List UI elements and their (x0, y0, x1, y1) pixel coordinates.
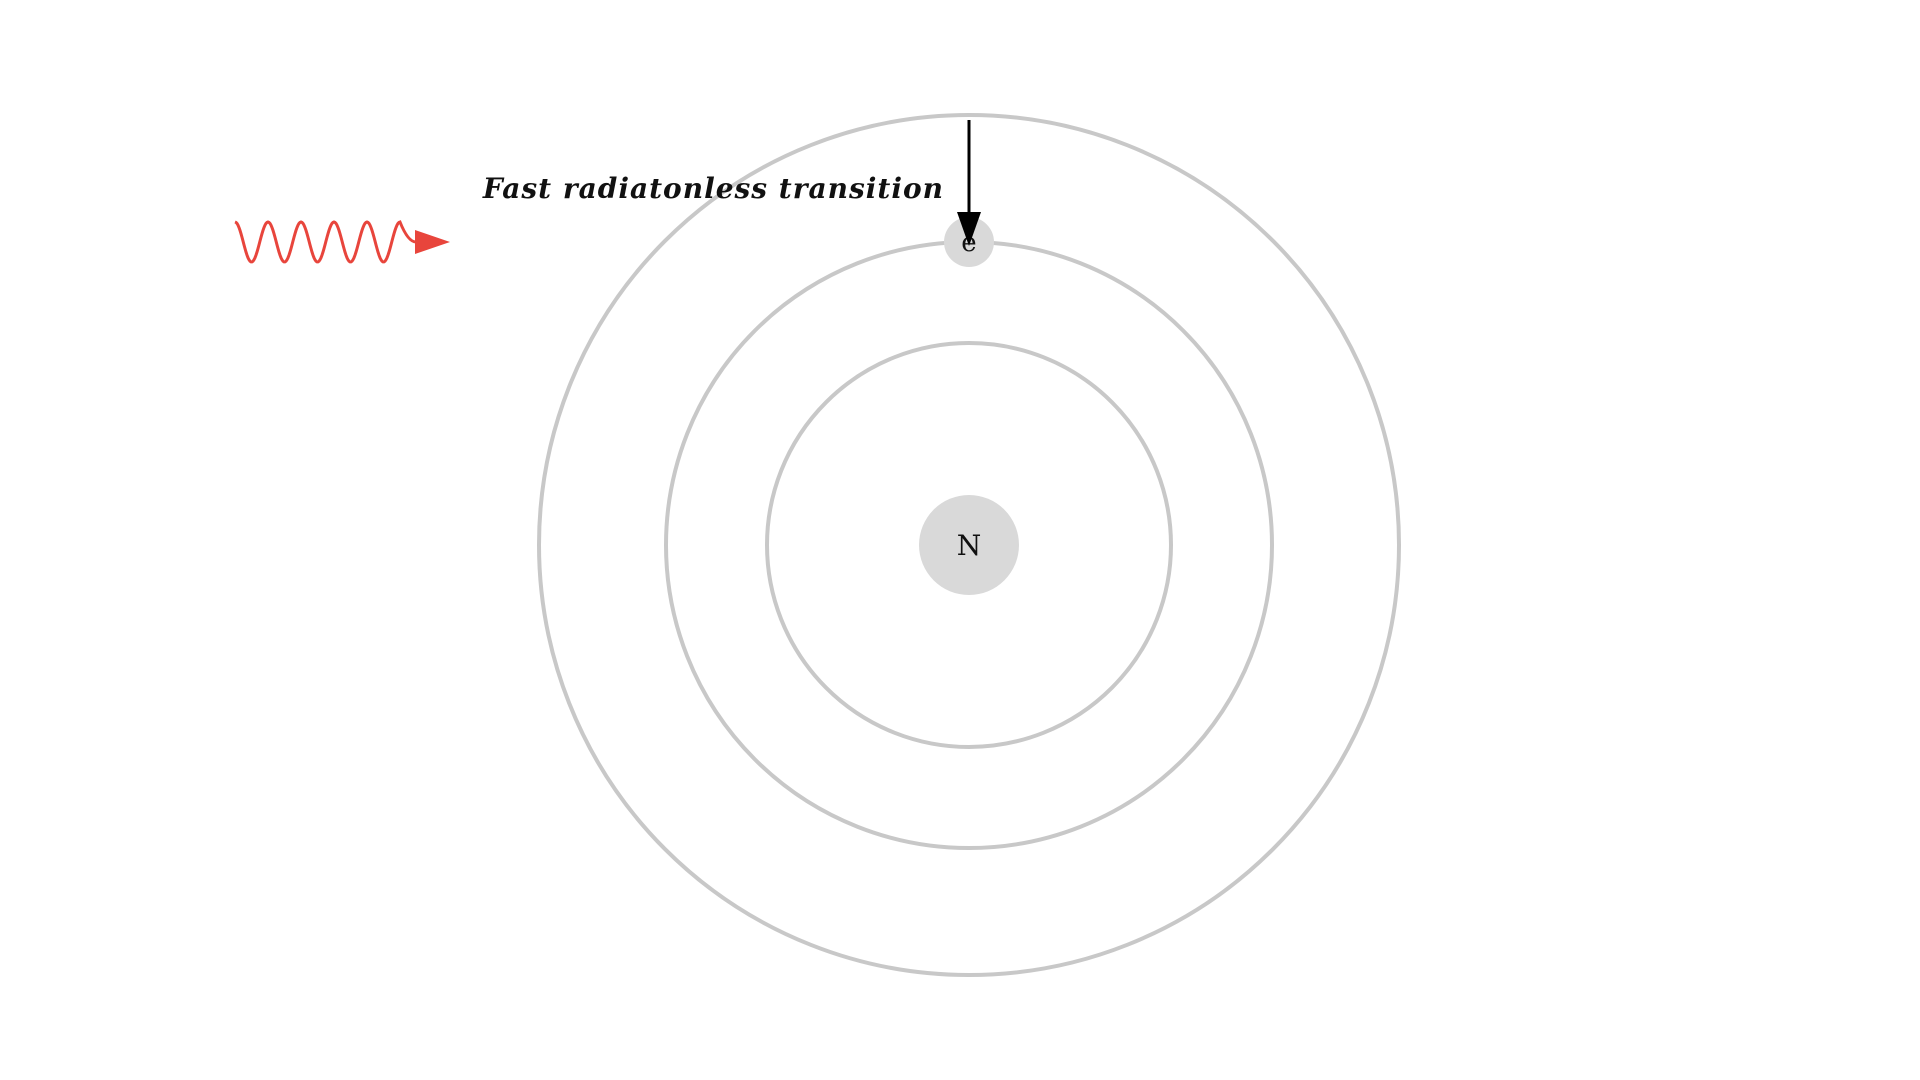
transition-arrowhead (957, 212, 981, 246)
transition-caption: Fast radiatonless transition (482, 172, 944, 205)
photon-arrowhead (415, 230, 450, 254)
nucleus-label: N (957, 529, 982, 562)
orbit-outer (537, 113, 1401, 977)
photon-wave (234, 220, 417, 264)
nucleus (919, 495, 1019, 595)
orbit-inner (765, 341, 1173, 749)
